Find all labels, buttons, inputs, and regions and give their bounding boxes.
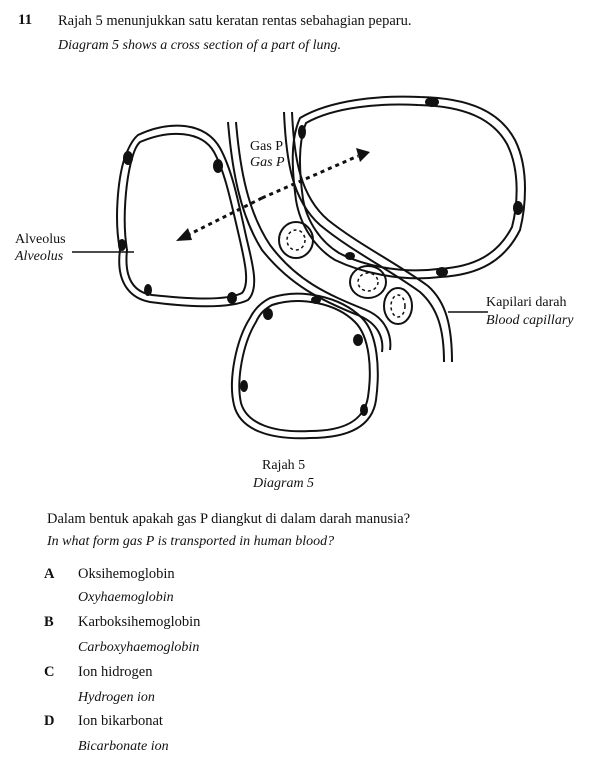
question-prompt-malay: Dalam bentuk apakah gas P diangkut di da…	[47, 511, 411, 527]
question-number: 11	[18, 12, 33, 28]
diagram-caption-english: Diagram 5	[253, 476, 315, 491]
option-letter: B	[44, 614, 54, 630]
question-stem-english: Diagram 5 shows a cross section of a par…	[58, 38, 341, 53]
red-blood-cells	[278, 221, 413, 325]
option-text-english: Oxyhaemoglobin	[78, 590, 174, 605]
blood-capillary	[227, 111, 453, 363]
option-letter: A	[44, 566, 55, 582]
top-right-alveolus	[291, 95, 526, 280]
cell-nuclei	[118, 97, 523, 416]
question-stem-malay: Rajah 5 menunjukkan satu keratan rentas …	[58, 13, 412, 29]
option-text-malay: Ion hidrogen	[78, 664, 153, 680]
option-text-malay: Oksihemoglobin	[78, 566, 175, 582]
option-text-english: Carboxyhaemoglobin	[78, 640, 200, 655]
gas-label-english: Gas P	[250, 155, 285, 170]
question-prompt-english: In what form gas P is transported in hum…	[47, 534, 335, 549]
alveolus-label-malay: Alveolus	[15, 232, 66, 247]
diagram-caption-malay: Rajah 5	[262, 458, 306, 473]
gas-diffusion-arrows	[185, 154, 359, 238]
left-alveolus	[116, 124, 256, 308]
option-letter: C	[44, 664, 55, 680]
option-text-malay: Karboksihemoglobin	[78, 614, 201, 630]
alveolus-label-english: Alveolus	[15, 249, 64, 264]
option-text-english: Bicarbonate ion	[78, 739, 169, 754]
option-text-malay: Ion bikarbonat	[78, 713, 163, 729]
arrow-head-right	[356, 148, 370, 162]
option-text-english: Hydrogen ion	[78, 690, 155, 705]
option-letter: D	[44, 713, 55, 729]
capillary-label-malay: Kapilari darah	[486, 295, 567, 310]
lung-cross-section-diagram	[72, 95, 526, 440]
gas-label-malay: Gas P	[250, 139, 284, 154]
capillary-label-english: Blood capillary	[486, 313, 574, 328]
arrow-head-left	[176, 228, 192, 241]
